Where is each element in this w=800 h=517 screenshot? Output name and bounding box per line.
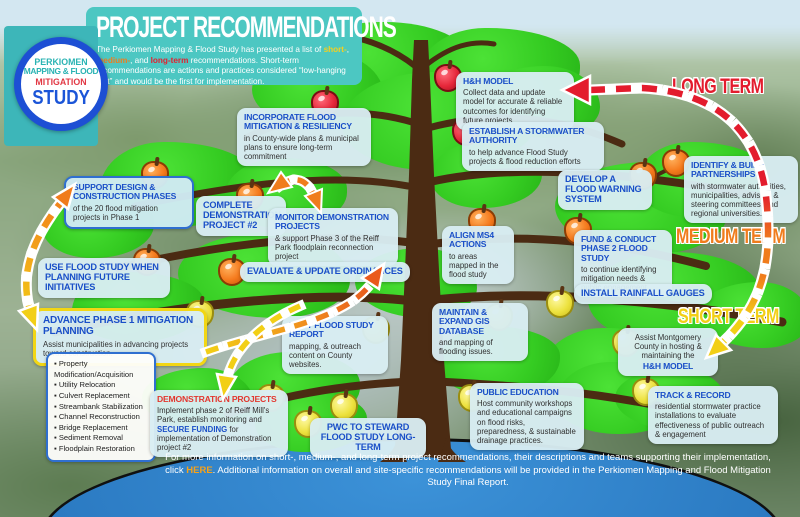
logo-line: MITIGATION bbox=[35, 76, 87, 87]
bullet-item: Sediment Removal bbox=[54, 433, 148, 444]
card-title: PUBLIC EDUCATION bbox=[477, 387, 559, 397]
long-term-word: long-term bbox=[150, 55, 189, 65]
card-hh-model: H&H MODEL Collect data and update model … bbox=[456, 72, 574, 131]
card-body: & support Phase 3 of the Reiff Park floo… bbox=[275, 233, 379, 261]
card-body: to areas mapped in the flood study bbox=[449, 251, 499, 279]
card-title: IDENTIFY & BUILD PARTNERSHIPS bbox=[691, 160, 765, 180]
card-pwc-steward: PWC TO STEWARD FLOOD STUDY LONG-TERM bbox=[310, 418, 426, 458]
card-body: Assist Montgomery County in hosting & ma… bbox=[634, 333, 702, 361]
card-demonstration-projects: DEMONSTRATION PROJECTS Implement phase 2… bbox=[150, 390, 288, 458]
bullet-item: Streambank Stabilization bbox=[54, 402, 148, 413]
card-title: INSTALL RAINFALL GAUGES bbox=[581, 288, 705, 298]
card-title: MONITOR DEMONSTRATION PROJECTS bbox=[275, 212, 389, 232]
card-body: residential stormwater practice installa… bbox=[655, 402, 765, 439]
body-text: for implementation of Demonstration proj… bbox=[157, 424, 272, 453]
card-title: DEMONSTRATION PROJECTS bbox=[157, 394, 277, 404]
card-assist-hosting-hh-model: Assist Montgomery County in hosting & ma… bbox=[618, 328, 718, 376]
card-body: Host community workshops and educational… bbox=[477, 399, 576, 446]
card-title: TRACK & RECORD bbox=[655, 390, 731, 400]
header-banner: PROJECT RECOMMENDATIONS The Perkiomen Ma… bbox=[86, 7, 397, 88]
medium-term-word: medium- bbox=[96, 55, 131, 65]
apple-icon-yellow bbox=[330, 393, 358, 421]
card-title: PWC TO STEWARD FLOOD STUDY LONG-TERM bbox=[320, 422, 416, 452]
card-body: mapping, & outreach content on County we… bbox=[289, 341, 361, 369]
card-body: and mapping of flooding issues. bbox=[439, 337, 493, 357]
card-evaluate-update-ordinances: EVALUATE & UPDATE ORDINANCES bbox=[240, 262, 410, 282]
desc-text: The Perkiomen Mapping & Flood Study has … bbox=[96, 45, 324, 54]
card-title: MAINTAIN & EXPAND GIS DATABASE bbox=[439, 307, 490, 336]
card-monitor-demo-projects: MONITOR DEMONSTRATION PROJECTS & support… bbox=[268, 208, 398, 267]
apple-icon-yellow bbox=[546, 290, 574, 318]
card-body: to help advance Flood Study projects & f… bbox=[469, 147, 581, 166]
bullet-item: Channel Reconstruction bbox=[54, 412, 148, 423]
page-title: PROJECT RECOMMENDATIONS bbox=[96, 12, 397, 45]
card-title: INCORPORATE FLOOD MITIGATION & RESILIENC… bbox=[244, 112, 352, 132]
card-establish-stormwater-authority: ESTABLISH A STORMWATER AUTHORITY to help… bbox=[462, 122, 604, 171]
card-title: HOST FLOOD STUDY REPORT bbox=[289, 320, 374, 340]
card-body: Implement phase 2 of Reiff Mill's Park, … bbox=[157, 406, 281, 452]
card-body: Collect data and update model for accura… bbox=[463, 88, 563, 125]
footer-note: For more information on short-, medium-,… bbox=[158, 452, 778, 490]
logo-line: STUDY bbox=[32, 85, 90, 109]
card-title: DEVELOP A FLOOD WARNING SYSTEM bbox=[565, 174, 642, 204]
card-incorporate-flood-mitigation: INCORPORATE FLOOD MITIGATION & RESILIENC… bbox=[237, 108, 371, 167]
card-body: in County-wide plans & municipal plans t… bbox=[244, 133, 359, 161]
desc-text: , and bbox=[130, 55, 151, 65]
medium-term-label: MEDIUM TERM bbox=[676, 226, 786, 249]
bullet-item: Floodplain Restoration bbox=[54, 444, 148, 455]
card-title: ESTABLISH A STORMWATER AUTHORITY bbox=[469, 126, 585, 146]
footer-text: For more information on short-, medium-,… bbox=[165, 452, 771, 476]
bullet-item: Culvert Replacement bbox=[54, 391, 148, 402]
desc-text: , bbox=[346, 45, 350, 54]
card-use-flood-study: USE FLOOD STUDY WHEN PLANNING FUTURE INI… bbox=[38, 258, 170, 298]
card-title: ALIGN MS4 ACTIONS bbox=[449, 230, 494, 250]
card-title: ADVANCE PHASE 1 MITIGATION PLANNING bbox=[43, 315, 193, 337]
card-title: COMPLETE DEMONSTRATION PROJECT #2 bbox=[203, 200, 281, 230]
bullet-item: Property Modification/Acquisition bbox=[54, 359, 148, 380]
desc-text: recommendations. Short-term recommendati… bbox=[96, 55, 346, 86]
card-title: EVALUATE & UPDATE ORDINANCES bbox=[247, 266, 403, 276]
card-body: with stormwater authorities, municipalit… bbox=[691, 181, 786, 219]
card-install-rainfall-gauges: INSTALL RAINFALL GAUGES bbox=[574, 284, 712, 304]
card-track-record: TRACK & RECORD residential stormwater pr… bbox=[648, 386, 778, 445]
logo-line: MAPPING & FLOOD bbox=[23, 66, 99, 77]
card-title: FUND & CONDUCT PHASE 2 FLOOD STUDY bbox=[581, 234, 657, 263]
header-description: The Perkiomen Mapping & Flood Study has … bbox=[96, 45, 352, 88]
here-link[interactable]: HERE bbox=[186, 464, 213, 476]
card-title: USE FLOOD STUDY WHEN PLANNING FUTURE INI… bbox=[45, 262, 159, 292]
card-public-education: PUBLIC EDUCATION Host community workshop… bbox=[470, 383, 584, 451]
footer-text: . Additional information on overall and … bbox=[212, 464, 771, 489]
secure-funding-label: SECURE FUNDING bbox=[157, 424, 228, 434]
bullet-item: Utility Relocation bbox=[54, 380, 148, 391]
card-develop-flood-warning-system: DEVELOP A FLOOD WARNING SYSTEM bbox=[558, 170, 652, 210]
card-hh-model-label: H&H MODEL bbox=[642, 360, 694, 371]
advance-phase1-bullet-list: Property Modification/Acquisition Utilit… bbox=[46, 352, 156, 462]
card-maintain-expand-gis: MAINTAIN & EXPAND GIS DATABASE and mappi… bbox=[432, 303, 528, 362]
body-text: Implement phase 2 of Reiff Mill's Park, … bbox=[157, 406, 270, 425]
logo-line: PERKIOMEN bbox=[34, 57, 88, 67]
card-host-flood-study-report: HOST FLOOD STUDY REPORT mapping, & outre… bbox=[282, 316, 388, 375]
card-title: H&H MODEL bbox=[463, 76, 514, 86]
card-support-design-construction: SUPPORT DESIGN & CONSTRUCTION PHASES of … bbox=[64, 176, 194, 229]
card-title: SUPPORT DESIGN & CONSTRUCTION PHASES bbox=[73, 182, 177, 202]
card-align-ms4-actions: ALIGN MS4 ACTIONS to areas mapped in the… bbox=[442, 226, 514, 285]
long-term-label: LONG TERM bbox=[672, 76, 764, 99]
short-term-word: short- bbox=[323, 45, 347, 54]
card-body: of the 20 flood mitigation projects in P… bbox=[73, 203, 158, 222]
short-term-label: SHORT TERM bbox=[678, 306, 779, 329]
bullet-item: Bridge Replacement bbox=[54, 423, 148, 434]
card-identify-build-partnerships: IDENTIFY & BUILD PARTNERSHIPS with storm… bbox=[684, 156, 798, 224]
study-logo: PERKIOMEN MAPPING & FLOOD MITIGATION STU… bbox=[14, 37, 108, 131]
